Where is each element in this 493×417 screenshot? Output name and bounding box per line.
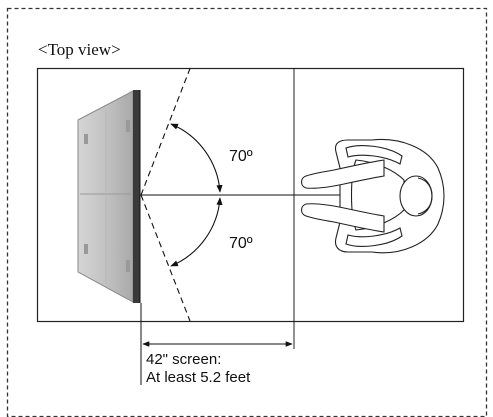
viewing-limit-upper [140, 68, 191, 196]
angle-arc-upper [170, 123, 223, 193]
tv-icon [77, 90, 141, 303]
diagram-title: <Top view> [38, 40, 121, 59]
outer-dashed-border [6, 7, 488, 417]
angle-label-lower: 70º [229, 235, 253, 252]
room-frame [36, 67, 465, 323]
distance-label-minimum: At least 5.2 feet [146, 369, 251, 386]
angle-label-upper: 70º [229, 148, 253, 165]
viewer-person-icon [300, 138, 445, 254]
angle-arc-lower [170, 197, 223, 267]
distance-label-screen: 42" screen: [146, 351, 221, 368]
viewing-limit-lower [140, 194, 191, 322]
